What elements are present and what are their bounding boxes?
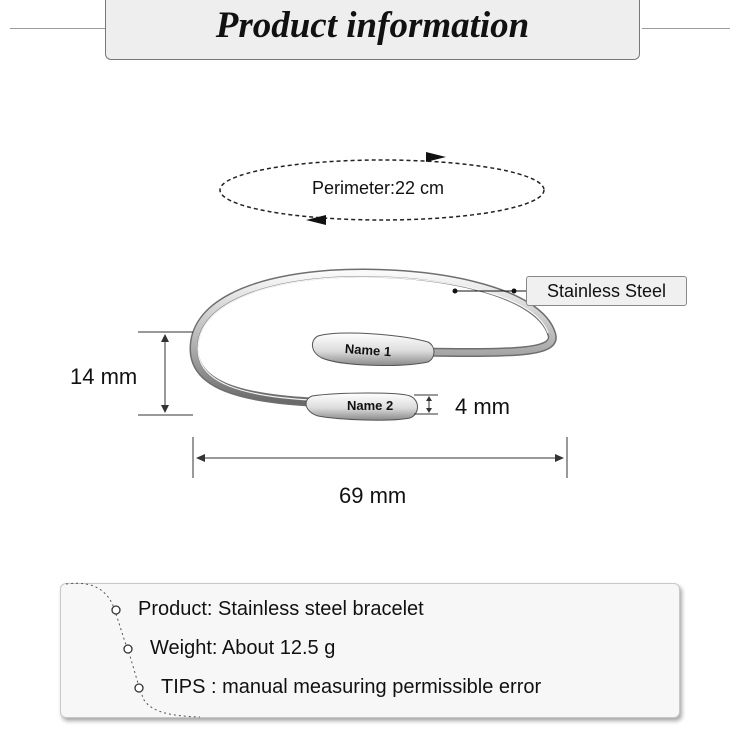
width-dimension xyxy=(192,437,568,478)
height-dimension xyxy=(138,331,193,416)
info-guide xyxy=(65,582,201,718)
end-width-dimension xyxy=(414,394,438,415)
engraved-plate-2 xyxy=(305,392,418,421)
end-width-label: 4 mm xyxy=(455,394,510,419)
info-panel xyxy=(60,583,680,718)
page-title: Product information xyxy=(215,5,530,46)
info-tips-line: TIPS : manual measuring permissible erro… xyxy=(161,676,542,698)
info-product-line: Product: Stainless steel bracelet xyxy=(138,598,424,620)
bullet-icon xyxy=(123,644,133,654)
engraving-label-1: Name 1 xyxy=(344,341,392,360)
engraving-label-2: Name 2 xyxy=(347,398,394,413)
perimeter-ellipse xyxy=(219,152,545,225)
arrow-right-icon xyxy=(426,152,446,162)
header-rule-right xyxy=(642,28,730,29)
height-label: 14 mm xyxy=(70,364,138,389)
bullet-icon xyxy=(111,605,121,615)
material-label: Stainless Steel xyxy=(526,276,687,306)
width-label: 69 mm xyxy=(339,483,407,508)
arrow-left-icon xyxy=(306,215,326,225)
material-leader xyxy=(452,288,526,294)
header-banner: Product information xyxy=(105,0,640,60)
bullet-icon xyxy=(134,683,144,693)
perimeter-label: Perimeter:22 cm xyxy=(312,178,445,198)
header-rule-left xyxy=(10,28,105,29)
info-weight-line: Weight: About 12.5 g xyxy=(150,637,336,659)
engraved-plate-1 xyxy=(312,332,435,366)
